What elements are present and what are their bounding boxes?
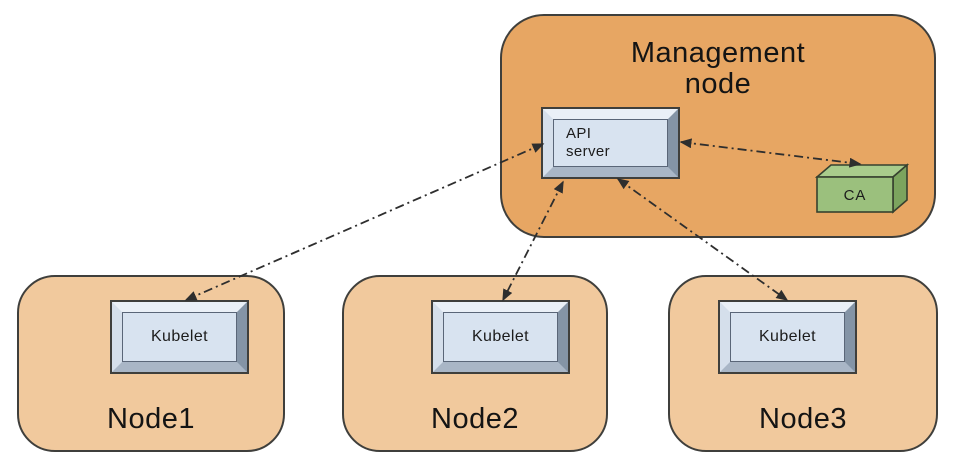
node-label-node3: Node3 — [759, 403, 847, 435]
ca-box: CA — [815, 163, 910, 214]
ca-top-face — [815, 164, 910, 178]
kubelet-box-node3: Kubelet — [720, 302, 855, 372]
kubelet-label-node1: Kubelet — [150, 328, 209, 345]
node-group-node3: Kubelet Node3 — [668, 275, 938, 452]
api-server-label: API server — [566, 125, 611, 160]
api-server-box: API server — [543, 109, 678, 177]
management-node-title: Management node — [630, 37, 806, 100]
kubelet-label-node2: Kubelet — [471, 328, 530, 345]
kubelet-box-node2: Kubelet — [433, 302, 568, 372]
node-label-node1: Node1 — [107, 403, 195, 435]
kubelet-box-node1: Kubelet — [112, 302, 247, 372]
ca-front-face — [816, 176, 894, 213]
node-label-node2: Node2 — [431, 403, 519, 435]
ca-label: CA — [844, 187, 867, 204]
node-group-node2: Kubelet Node2 — [342, 275, 608, 452]
node-group-node1: Kubelet Node1 — [17, 275, 285, 452]
kubelet-label-node3: Kubelet — [758, 328, 817, 345]
management-node-group: Management node API server CA — [500, 14, 936, 238]
